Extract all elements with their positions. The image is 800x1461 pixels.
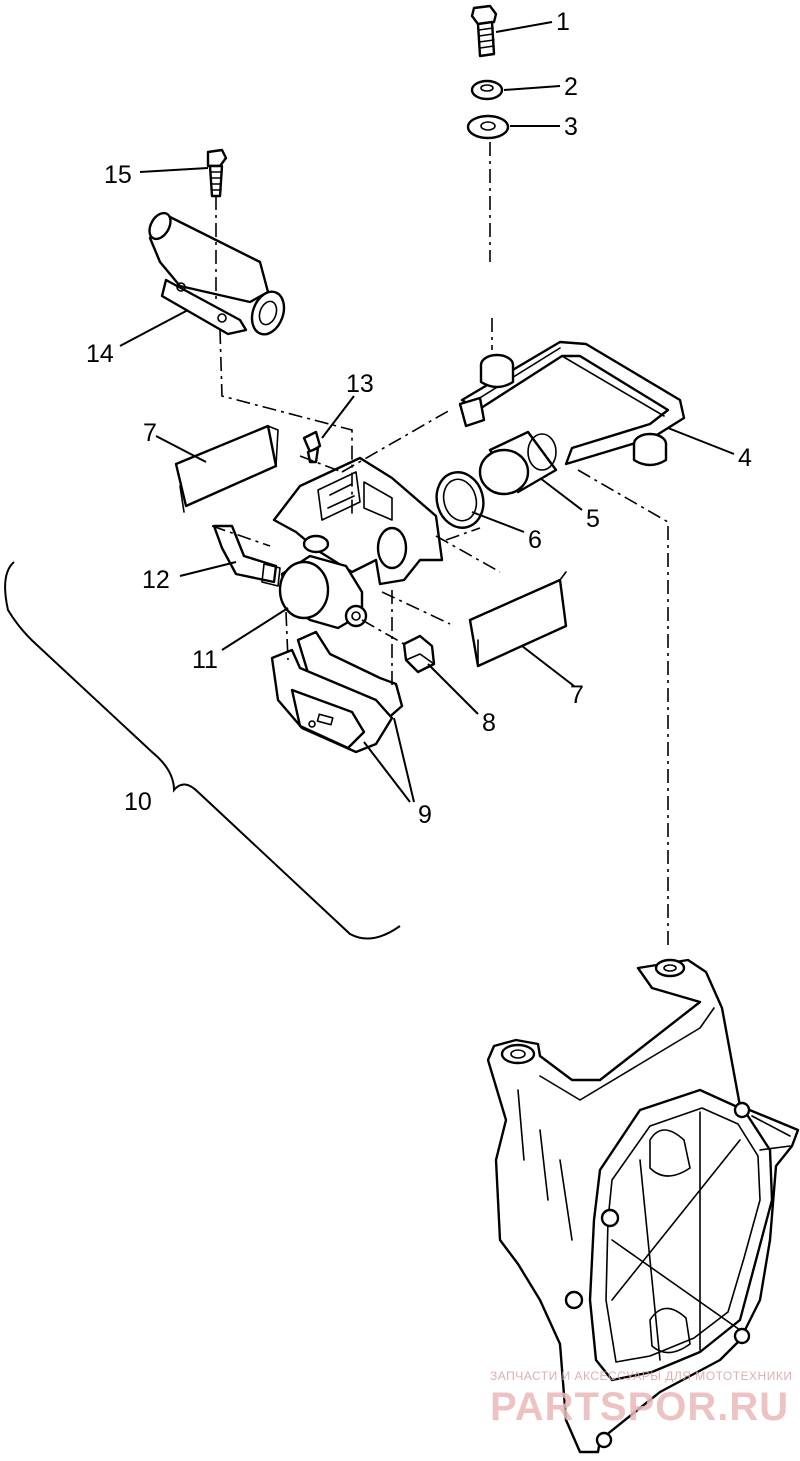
callout-1: 1	[556, 8, 570, 36]
callout-2: 2	[564, 73, 578, 101]
part-7-shield-lower	[468, 571, 568, 668]
callout-6: 6	[528, 526, 542, 554]
callout-9: 9	[418, 801, 432, 829]
part-15-bolt	[206, 148, 228, 198]
part-9-brake-pads	[270, 630, 404, 754]
part-6-o-ring	[435, 471, 485, 529]
leader-lines	[119, 21, 735, 803]
group-bracket-10	[4, 561, 401, 940]
part-4-bracket	[458, 340, 686, 467]
part-13-bleeder	[302, 430, 322, 464]
part-5-sleeve	[478, 430, 558, 496]
part-2-lock-washer	[470, 79, 504, 101]
callout-13: 13	[346, 370, 374, 398]
part-7-shield-upper	[174, 424, 279, 513]
part-8-nut	[402, 634, 436, 674]
watermark-brand: PARTSPOR.RU	[490, 1385, 789, 1429]
callout-5: 5	[586, 505, 600, 533]
callout-15: 15	[104, 161, 132, 189]
assembly-lines	[211, 142, 669, 950]
callout-4: 4	[738, 444, 752, 472]
part-12-hose	[212, 524, 281, 587]
callout-7-upper: 7	[143, 419, 157, 447]
callout-3: 3	[564, 113, 578, 141]
watermark-tagline: ЗАПЧАСТИ И АКСЕССУАРЫ ДЛЯ МОТОТЕХНИКИ	[490, 1369, 792, 1383]
callout-7-lower: 7	[570, 681, 584, 709]
callout-labels: 1 2 3 4 5 6 7 7 8 9 10 11 12 13 14 15	[86, 8, 752, 829]
part-11-piston	[278, 554, 368, 630]
callout-12: 12	[142, 566, 170, 594]
part-1-bolt	[470, 4, 498, 58]
callout-11: 11	[192, 646, 218, 674]
callout-14: 14	[86, 340, 114, 368]
caliper-housing	[272, 456, 444, 586]
part-14-outlet-elbow	[148, 211, 286, 336]
part-3-washer	[466, 114, 510, 140]
brake-housing-casting	[486, 958, 800, 1454]
watermark: ЗАПЧАСТИ И АКСЕССУАРЫ ДЛЯ МОТОТЕХНИКИ PA…	[490, 1369, 792, 1429]
callout-8: 8	[482, 709, 496, 737]
callout-10: 10	[124, 788, 152, 816]
